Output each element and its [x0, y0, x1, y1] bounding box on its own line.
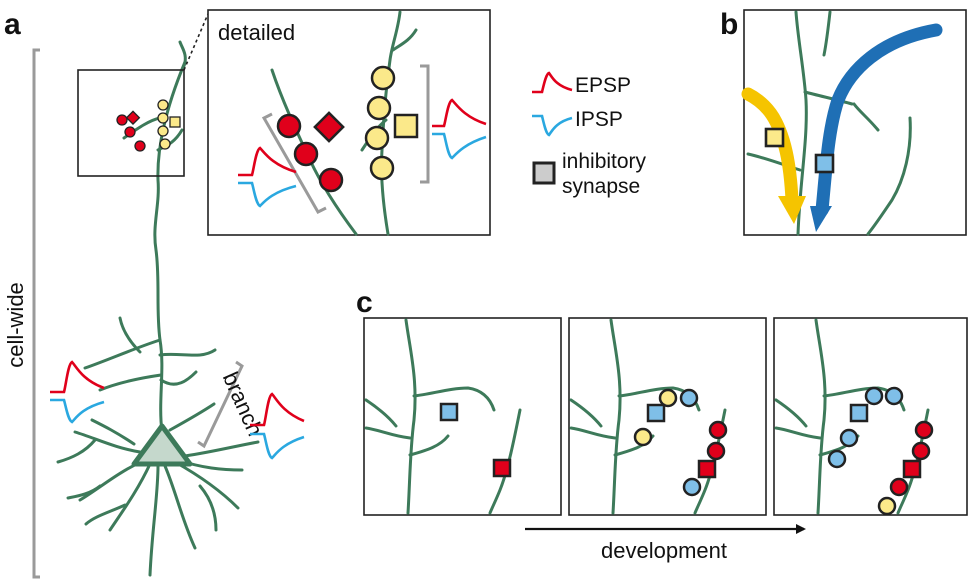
epsp-trace [238, 146, 297, 177]
detailed-psp-left [238, 146, 297, 208]
excitatory-synapse [134, 140, 146, 152]
panel-c-stage-3 [773, 317, 968, 516]
neuron [56, 40, 260, 577]
panel-label-b: b [720, 8, 738, 41]
excitatory-synapse [889, 477, 909, 497]
inhibitory-pre-synapse [877, 496, 897, 516]
excitatory-synapse [318, 167, 344, 193]
legend-inhibitory-synapse-icon [532, 161, 556, 185]
detailed-synapses [276, 65, 419, 193]
excitatory-synapse [116, 114, 128, 126]
legend-ipsp-icon [532, 114, 573, 137]
ipsp-trace [238, 181, 297, 208]
inhibitory-synapse-square [169, 116, 181, 128]
legend-ipsp-label: IPSP [575, 108, 623, 131]
branch-bracket [197, 360, 244, 449]
ipsp-trace [432, 132, 487, 160]
blue-arrowhead [810, 206, 832, 232]
detailed-label: detailed [218, 20, 295, 45]
inhibitory-synapse-blue [814, 153, 835, 174]
excitatory-synapse-diamond [125, 110, 141, 125]
legend-inhibitory-label-1: inhibitory [562, 150, 647, 173]
stage-dendrites [364, 318, 522, 515]
epsp-trace [250, 392, 305, 427]
panel-c: c [356, 286, 968, 563]
stage-dendrites [774, 318, 930, 515]
inhibitory-synapse-blue [849, 403, 869, 423]
inhibitory-post-synapse [827, 449, 847, 469]
panel-c-stage-1 [363, 317, 562, 516]
detailed-bracket-right [420, 64, 430, 184]
legend-epsp-icon [532, 71, 573, 94]
soma-triangle [131, 423, 193, 467]
zoom-dashed-line [183, 13, 209, 71]
excitatory-synapse-square [902, 459, 922, 479]
excitatory-synapse-square [697, 459, 717, 479]
inset-synapses-small [116, 99, 181, 152]
inhibitory-synapse-blue [646, 403, 666, 423]
excitatory-synapse-square [492, 458, 512, 478]
inhibitory-pre-synapse [157, 112, 169, 124]
inhibitory-pre-synapse [658, 388, 678, 408]
detailed-bracket-left [261, 112, 327, 214]
stage-box [568, 317, 767, 516]
inhibitory-pre-synapse [157, 125, 169, 137]
yellow-arrowhead [778, 196, 806, 224]
panel-c-stage-2 [568, 317, 767, 516]
panel-b: b [720, 8, 967, 236]
excitatory-synapse [914, 420, 934, 440]
inhibitory-pre-synapse [364, 125, 390, 151]
inhibitory-synapse-yellow [764, 127, 785, 148]
development-label: development [601, 538, 727, 563]
stage-box [773, 317, 968, 516]
inhibitory-pre-synapse [157, 99, 169, 111]
inhibitory-post-synapse [864, 386, 884, 406]
panel-b-dendrites [746, 10, 912, 236]
psp-traces-branch [250, 392, 305, 460]
cell-wide-label: cell-wide [3, 282, 28, 368]
cell-wide-bracket [32, 48, 40, 579]
ipsp-trace [250, 432, 305, 460]
psp-traces-cellwide [50, 360, 105, 424]
excitatory-synapse [911, 441, 931, 461]
panel-label-a: a [4, 8, 21, 41]
inhibitory-pre-synapse [366, 95, 392, 121]
epsp-trace [50, 360, 105, 394]
ipsp-trace [50, 398, 105, 424]
panel-a: a cell-wide [3, 8, 491, 579]
inhibitory-synapse-square [393, 113, 419, 139]
inhibitory-pre-synapse [369, 155, 395, 181]
detailed-psp-right [432, 98, 487, 160]
legend-epsp-label: EPSP [575, 74, 631, 97]
inhibitory-post-synapse [679, 388, 699, 408]
excitatory-synapse [124, 126, 136, 138]
excitatory-synapse [293, 141, 319, 167]
inset-box-small [77, 69, 185, 177]
excitatory-synapse [708, 420, 728, 440]
stage-box [363, 317, 562, 516]
inhibitory-post-synapse [682, 477, 702, 497]
legend-inhibitory-label-2: synapse [562, 175, 640, 198]
legend: EPSP IPSP inhibitory synapse [532, 71, 647, 198]
excitatory-synapse-diamond [313, 111, 345, 143]
excitatory-synapse [706, 441, 726, 461]
inhibitory-pre-synapse [370, 65, 396, 91]
inhibitory-pre-synapse [159, 138, 171, 150]
panel-label-c: c [356, 286, 373, 319]
inhibitory-pre-synapse [633, 427, 653, 447]
excitatory-synapse [276, 113, 302, 139]
yellow-axon-arrow [741, 87, 799, 207]
inhibitory-post-synapse [884, 386, 904, 406]
inhibitory-synapse-blue [439, 402, 459, 422]
inhibitory-post-synapse [839, 428, 859, 448]
epsp-trace [432, 98, 487, 128]
